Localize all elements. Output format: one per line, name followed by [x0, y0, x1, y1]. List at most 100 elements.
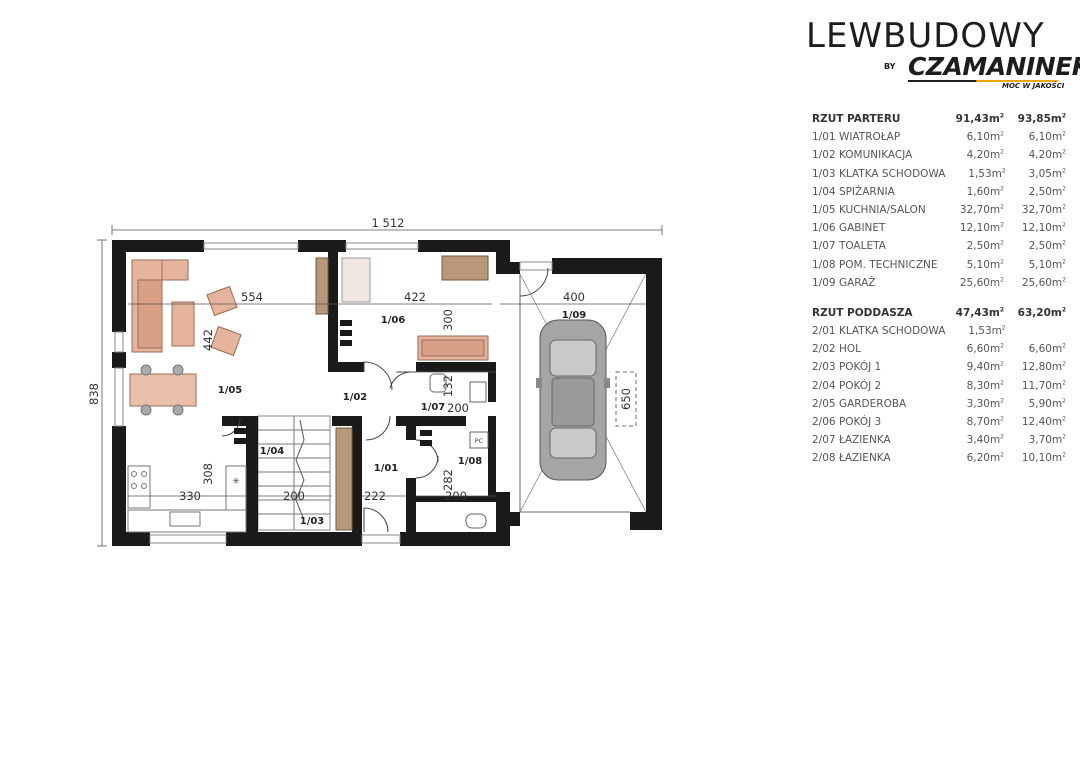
- room-area-a1: 32,70m: [959, 203, 1001, 216]
- room-code: 1/04: [812, 185, 836, 198]
- room-code: 1/03: [812, 167, 836, 180]
- room-name: GARAŻ: [838, 276, 876, 289]
- room-name: SPIŻARNIA: [838, 185, 895, 198]
- room-area-a2: 2,50m: [1028, 240, 1063, 253]
- room-area-a2: 5,90m: [1028, 397, 1063, 410]
- dim-308: 308: [201, 463, 215, 485]
- dim-overall-width: 1 512: [372, 216, 405, 230]
- room-area-a2: 12,10m: [1021, 222, 1063, 235]
- dim-222: 222: [364, 489, 386, 503]
- room-area-a2: 11,70m: [1021, 379, 1063, 392]
- room-label-101: 1/01: [374, 463, 399, 474]
- room-name: HOL: [838, 343, 861, 356]
- room-name: GABINET: [838, 222, 886, 235]
- room-area-a2: 32,70m: [1021, 203, 1063, 216]
- car-icon: [536, 319, 610, 481]
- brand-by: BY: [884, 62, 896, 71]
- room-code: 1/09: [812, 276, 836, 289]
- room-area-a1: 8,30m: [966, 379, 1001, 392]
- dimension-lines: [97, 225, 663, 547]
- room-area-a2: 3,05m: [1028, 167, 1063, 180]
- room-area-a1: 2,50m: [966, 240, 1001, 253]
- room-area-a2: 10,10m: [1021, 452, 1063, 465]
- room-code: 2/01: [812, 325, 836, 338]
- room-name: ŁAZIENKA: [838, 434, 891, 447]
- room-label-106: 1/06: [381, 315, 406, 326]
- room-name: POKÓJ 3: [838, 416, 882, 428]
- room-label-108: 1/08: [458, 456, 483, 467]
- dim-132: 132: [441, 375, 455, 397]
- dimension-labels: 1 512 838 554 422 400 442 300 132 200 65…: [87, 216, 633, 503]
- room-area-a2: 2,50m: [1028, 185, 1063, 198]
- dim-442: 442: [201, 329, 215, 351]
- room-area-a1: 1,60m: [966, 185, 1001, 198]
- dim-422: 422: [404, 290, 426, 304]
- room-name: KUCHNIA/SALON: [838, 203, 926, 216]
- doors: [221, 267, 630, 533]
- room-label-102: 1/02: [343, 392, 368, 403]
- attic-floor-title: RZUT PODDASZA: [812, 306, 913, 319]
- attic-floor-total-1: 47,43m: [955, 306, 1000, 319]
- dim-300: 300: [441, 309, 455, 331]
- stairs: [257, 415, 331, 531]
- room-name: POKÓJ 2: [838, 379, 882, 392]
- room-code: 1/01: [812, 131, 836, 144]
- room-code: 2/03: [812, 361, 836, 374]
- room-code: 1/08: [812, 258, 836, 271]
- room-area-a2: 12,80m: [1021, 361, 1063, 374]
- room-code: 2/08: [812, 452, 836, 465]
- brand-underline: [908, 80, 1058, 82]
- room-name: POKÓJ 1: [838, 361, 882, 374]
- room-code: 2/04: [812, 379, 836, 392]
- room-name: KLATKA SCHODOWA: [838, 167, 946, 180]
- room-area-a2: 25,60m: [1021, 276, 1063, 289]
- room-name: ŁAZIENKA: [838, 452, 891, 465]
- room-name: TOALETA: [838, 240, 886, 253]
- room-code: 2/06: [812, 416, 836, 428]
- svg-text:✳: ✳: [232, 477, 240, 487]
- room-code: 1/02: [812, 149, 836, 162]
- dim-200-b: 200: [283, 489, 305, 503]
- attic-floor-header: RZUT PODDASZA 47,43m2 63,20m2: [812, 304, 1066, 322]
- brand-logo: LEWBUDOWY BY CZAMANINEK MOC W JAKOŚCI: [804, 12, 1080, 102]
- room-area-a1: 3,40m: [966, 434, 1001, 447]
- dim-330: 330: [179, 489, 201, 503]
- area-table: RZUT PARTERU 91,43m2 93,85m2 1/01 WIATRO…: [812, 110, 1066, 468]
- ground-floor-total-2: 93,85m: [1017, 113, 1062, 125]
- dim-overall-depth: 838: [87, 383, 101, 405]
- room-area-a1: 25,60m: [959, 276, 1001, 289]
- dim-554: 554: [241, 290, 263, 304]
- room-label-103: 1/03: [300, 516, 325, 527]
- dim-282: 282: [441, 469, 455, 491]
- room-name: POM. TECHNICZNE: [838, 258, 938, 271]
- room-area-a2: 4,20m: [1028, 149, 1063, 162]
- brand-maker: CZAMANINEK: [908, 52, 1080, 81]
- room-name: WIATROŁAP: [838, 131, 901, 144]
- room-area-a1: 4,20m: [966, 149, 1001, 162]
- room-area-a2: 12,40m: [1021, 416, 1063, 428]
- room-code: 1/06: [812, 222, 836, 235]
- dim-200-c: 200: [445, 489, 467, 503]
- floor-plan: ✳ PC 1 512 838 554 422: [87, 216, 663, 547]
- room-name: KOMUNIKACJA: [838, 149, 913, 162]
- room-area-a1: 6,20m: [966, 452, 1001, 465]
- attic-floor-total-2: 63,20m: [1017, 306, 1062, 319]
- room-code: 2/05: [812, 397, 836, 410]
- room-area-a1: 5,10m: [966, 258, 1001, 271]
- room-code: 1/07: [812, 240, 836, 253]
- walls: [112, 240, 662, 546]
- room-label-105: 1/05: [218, 385, 243, 396]
- bathroom-fixtures: [429, 373, 489, 529]
- room-area-a1: 8,70m: [966, 416, 1001, 428]
